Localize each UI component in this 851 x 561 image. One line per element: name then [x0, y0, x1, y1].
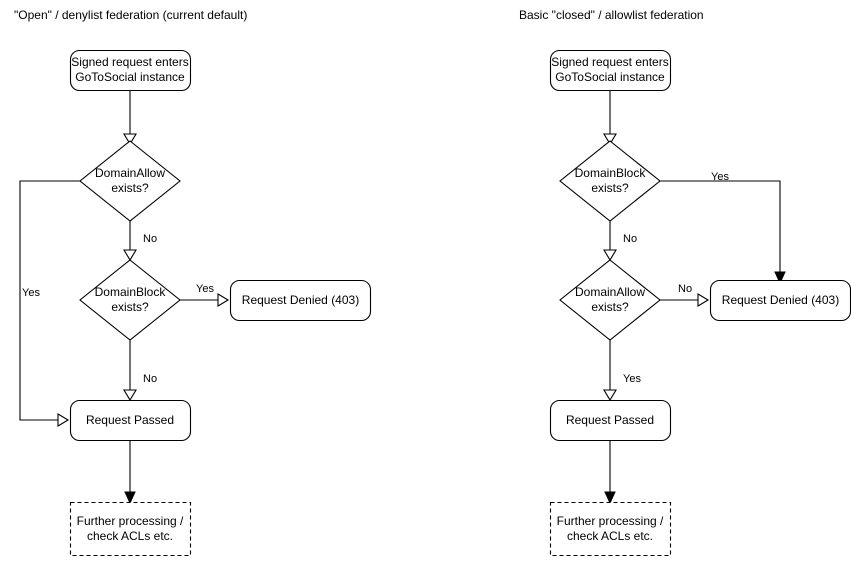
allowlist-edge-label-block-no: No	[623, 233, 638, 245]
denylist-arrowhead-block-no	[123, 389, 137, 402]
denylist-decision-domainblock	[79, 259, 181, 341]
allowlist-further-processing-node	[549, 501, 672, 557]
diagram-title-allowlist: Basic "closed" / allowlist federation	[519, 8, 704, 22]
denylist-arrowhead-allow-no	[123, 249, 137, 262]
allowlist-arrowhead-allow-yes	[603, 389, 617, 402]
allowlist-request-passed-node	[549, 399, 672, 442]
denylist-edge-allow-yes	[19, 180, 80, 421]
allowlist-arrowhead-block-no	[603, 249, 617, 262]
denylist-further-processing-node	[69, 501, 192, 557]
denylist-request-denied-node	[229, 279, 372, 322]
allowlist-edge-label-allow-yes: Yes	[623, 373, 641, 385]
denylist-edge-label-allow-yes: Yes	[22, 287, 40, 299]
denylist-arrowhead-block-yes	[217, 293, 230, 307]
denylist-edge-label-block-yes: Yes	[196, 283, 214, 295]
allowlist-edge-block-yes	[660, 180, 781, 276]
denylist-request-passed-node	[69, 399, 192, 442]
allowlist-arrowhead-block-yes	[774, 271, 786, 285]
allowlist-arrowhead-passed-to-further	[604, 491, 616, 505]
denylist-arrowhead-entry-to-allow	[123, 133, 137, 146]
denylist-edge-label-allow-no: No	[143, 233, 158, 245]
allowlist-decision-domainblock	[559, 140, 661, 222]
allowlist-entry-node	[549, 49, 672, 92]
allowlist-arrowhead-allow-no	[697, 293, 710, 307]
denylist-arrowhead-allow-yes	[57, 413, 70, 427]
allowlist-request-denied-node	[709, 279, 851, 322]
diagram-title-denylist: "Open" / denylist federation (current de…	[14, 8, 248, 22]
allowlist-edge-label-block-yes: Yes	[711, 171, 729, 183]
denylist-decision-domainallow	[79, 140, 181, 222]
allowlist-edge-label-allow-no: No	[678, 283, 693, 295]
allowlist-arrowhead-entry-to-block	[603, 133, 617, 146]
denylist-entry-node	[69, 49, 192, 92]
allowlist-decision-domainallow	[559, 259, 661, 341]
denylist-arrowhead-passed-to-further	[124, 491, 136, 505]
denylist-edge-label-block-no: No	[143, 373, 158, 385]
